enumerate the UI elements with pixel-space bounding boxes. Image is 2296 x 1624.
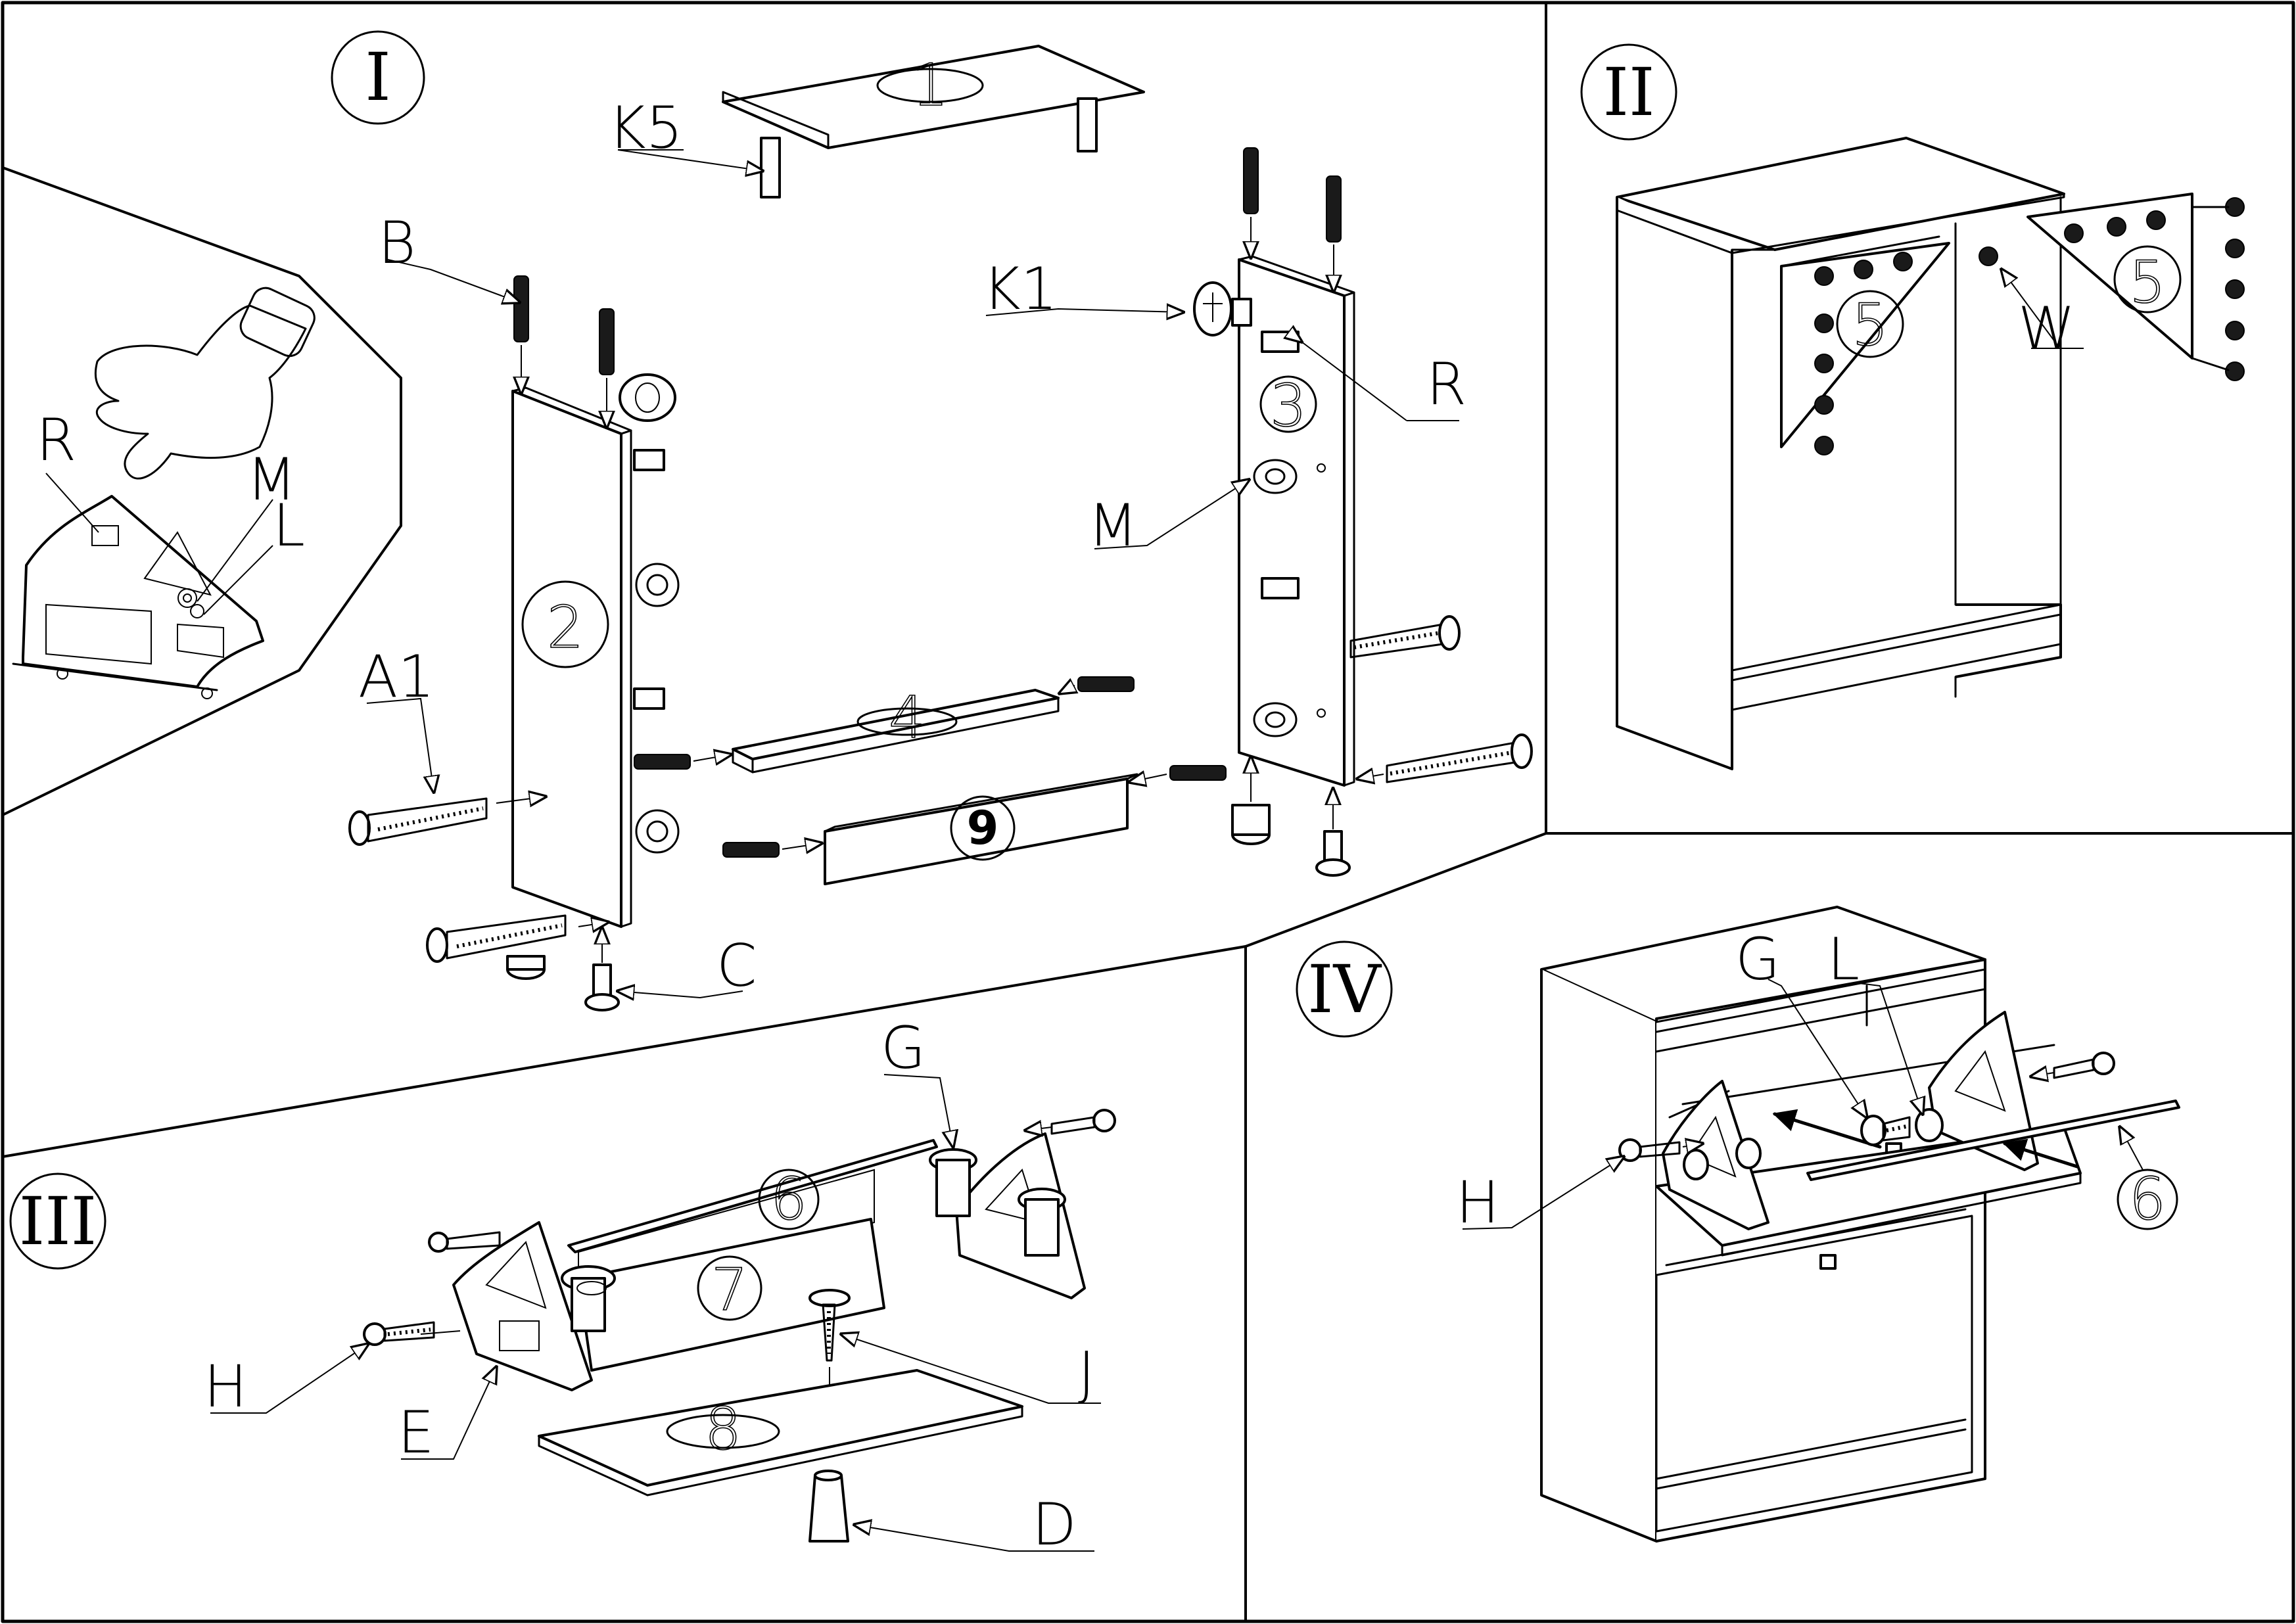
h3-label: H xyxy=(204,1353,247,1420)
k1-label: K1 xyxy=(983,255,1058,323)
hinge-detail xyxy=(12,473,273,699)
part-1-top-panel: 1 xyxy=(722,45,1145,198)
part-5b-number: 5 xyxy=(2129,248,2166,316)
e-label: E xyxy=(398,1399,434,1466)
k5-label: K5 xyxy=(608,94,683,162)
hinge-left xyxy=(452,1221,616,1391)
g4-label: G xyxy=(1735,925,1780,993)
part-9-rail: 9 xyxy=(824,773,1138,885)
a1-label: A1 xyxy=(358,643,434,710)
section-2-numeral: II xyxy=(1603,54,1654,131)
cam-bolt-lower xyxy=(426,914,567,963)
m-main-label: M xyxy=(1088,492,1138,559)
part-5-bracket-left: 5 xyxy=(1780,235,1950,455)
hand-icon xyxy=(94,287,316,480)
cabinet-carcass xyxy=(1616,137,2065,770)
part-1-number: 1 xyxy=(912,51,949,119)
detail-inset: R M L xyxy=(1,166,402,816)
part-6-flap-installed xyxy=(1806,1100,2180,1181)
cam-lock-k1 xyxy=(1193,281,1252,336)
cam-bolt-right-lower xyxy=(1386,733,1533,783)
part-7-number: 7 xyxy=(711,1256,748,1324)
screw-top-right xyxy=(1025,1109,1116,1134)
section-4: IV xyxy=(1296,906,2180,1543)
part-4-shelf: 4 xyxy=(732,683,1060,774)
screw-h-left xyxy=(363,1321,435,1346)
part-5-bracket-right: 5 xyxy=(2027,193,2245,381)
part-6b-number: 6 xyxy=(2129,1165,2166,1233)
j-label: J xyxy=(1078,1339,1095,1407)
part-6a-number: 6 xyxy=(770,1165,807,1233)
screw-j xyxy=(808,1289,851,1443)
screw-top-left xyxy=(428,1231,501,1253)
part-8-number: 8 xyxy=(705,1395,741,1463)
r-main-label: R xyxy=(1426,350,1466,418)
h4-label: H xyxy=(1456,1169,1499,1236)
g3-label: G xyxy=(881,1014,925,1082)
hinge-right xyxy=(929,1132,1086,1299)
part-3-side-panel: 3 xyxy=(1238,255,1355,787)
section-4-numeral: IV xyxy=(1307,951,1382,1028)
r-label: R xyxy=(36,406,76,474)
part-3-number: 3 xyxy=(1270,372,1307,440)
part-2-number: 2 xyxy=(547,593,584,661)
section-3-numeral: III xyxy=(19,1183,97,1260)
cam-bolt-a1-upper xyxy=(348,797,488,846)
w-label: W xyxy=(2018,294,2075,362)
part-7-door: 7 xyxy=(577,1218,885,1372)
d-label: D xyxy=(1032,1491,1077,1558)
section-1: I 1 K5 2 xyxy=(331,30,1533,1011)
section-3: III 6 7 G xyxy=(9,1014,1116,1558)
hinge-right-installed xyxy=(1928,1011,2039,1171)
part-4-number: 4 xyxy=(889,684,925,751)
part-2-side-panel: 2 xyxy=(511,373,680,928)
b-label: B xyxy=(378,209,416,277)
m-label: M xyxy=(246,446,296,513)
cam-bolt-right-upper xyxy=(1349,615,1461,659)
section-1-numeral: I xyxy=(365,39,391,116)
l-label: L xyxy=(273,492,305,559)
leg-d xyxy=(808,1470,849,1543)
part-9-number: 9 xyxy=(967,801,999,855)
part-5a-number: 5 xyxy=(1852,291,1888,359)
c-label: C xyxy=(716,932,757,1000)
l4-label: L xyxy=(1827,925,1860,993)
hinge-left-installed xyxy=(1662,1080,1769,1230)
part-8-bottom-panel: 8 xyxy=(538,1369,1023,1496)
screw-h-right-side xyxy=(2031,1052,2115,1078)
section-2: II 5 xyxy=(1580,43,2245,770)
leg-c xyxy=(584,963,620,1011)
